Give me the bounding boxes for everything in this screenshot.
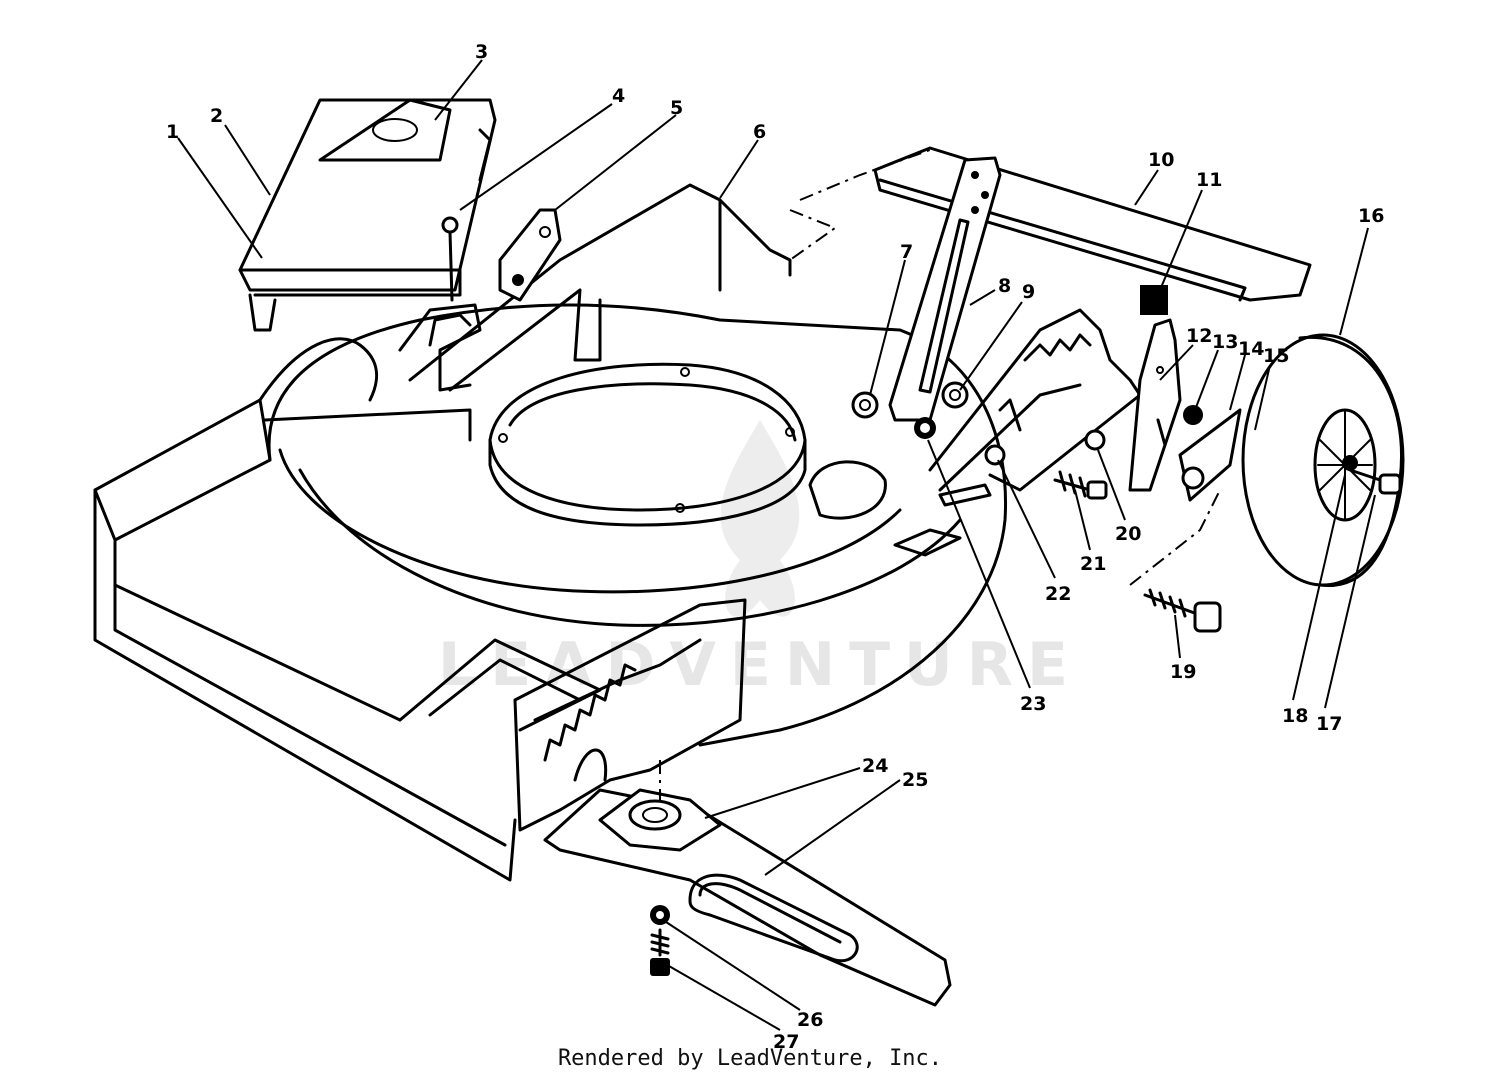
callout-13: 13 (1212, 331, 1238, 353)
watermark: LEADVENTURE (438, 420, 1082, 700)
deflector-cover (238, 98, 497, 332)
callout-23: 23 (1020, 693, 1046, 715)
watermark-flame-icon (720, 420, 800, 617)
callout-25: 25 (902, 769, 928, 791)
bolts (1053, 470, 1222, 633)
callout-4: 4 (612, 85, 625, 107)
bracket-part-5 (498, 208, 562, 302)
hinge-bracket (398, 216, 482, 392)
callout-9: 9 (1022, 281, 1035, 303)
callout-14: 14 (1238, 338, 1264, 360)
callout-16: 16 (1358, 205, 1384, 227)
callout-3: 3 (475, 41, 488, 63)
callout-1: 1 (166, 121, 179, 143)
blade-bolt (650, 905, 670, 976)
callout-27: 27 (773, 1031, 799, 1053)
leader-lines (177, 59, 1376, 1031)
callout-24: 24 (862, 755, 888, 777)
callout-10: 10 (1148, 149, 1174, 171)
mower-deck (93, 183, 1008, 882)
wheel-mount-parts (1084, 285, 1262, 586)
callout-21: 21 (1080, 553, 1106, 575)
credit-line: Rendered by LeadVenture, Inc. (557, 1046, 943, 1071)
wheel (1241, 333, 1405, 588)
callout-17: 17 (1316, 713, 1342, 735)
callout-6: 6 (753, 121, 766, 143)
callout-5: 5 (670, 97, 683, 119)
callout-7: 7 (900, 241, 913, 263)
front-height-adjuster (513, 598, 747, 832)
watermark-text: LEADVENTURE (438, 630, 1082, 700)
callout-12: 12 (1186, 325, 1212, 347)
callout-11: 11 (1196, 169, 1222, 191)
callout-8: 8 (998, 275, 1011, 297)
callout-labels: 1 2 3 4 5 6 7 8 9 10 11 12 13 14 15 16 1… (166, 41, 1384, 1053)
callout-22: 22 (1045, 583, 1071, 605)
callout-19: 19 (1170, 661, 1196, 683)
callout-20: 20 (1115, 523, 1141, 545)
callout-15: 15 (1263, 345, 1289, 367)
callout-26: 26 (797, 1009, 823, 1031)
rear-guard-rod (789, 146, 1312, 302)
callout-18: 18 (1282, 705, 1308, 727)
rear-height-adjuster (928, 308, 1142, 492)
callout-2: 2 (210, 105, 223, 127)
blade-assembly (543, 760, 952, 1007)
